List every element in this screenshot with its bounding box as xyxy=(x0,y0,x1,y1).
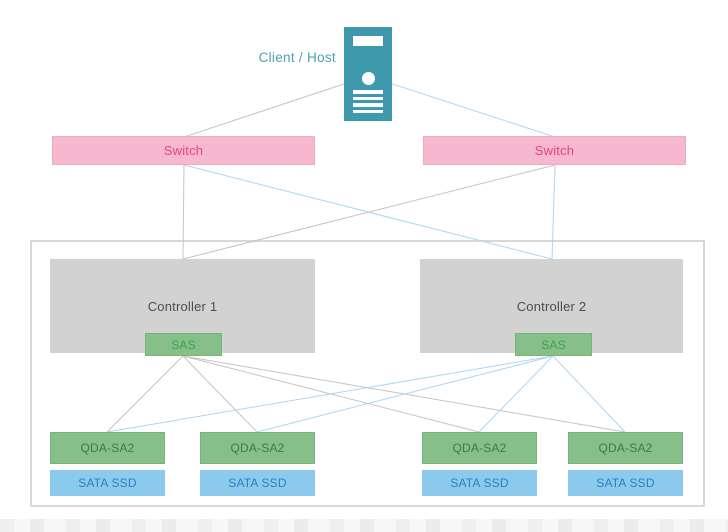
port-sas-1: SAS xyxy=(145,333,222,356)
qda-4-label: QDA-SA2 xyxy=(598,441,653,455)
link-sas2-qda4 xyxy=(552,355,626,433)
link-sas1-qda1 xyxy=(106,355,184,433)
link-sas1-qda2 xyxy=(182,355,258,433)
qda-1-label: QDA-SA2 xyxy=(80,441,135,455)
node-qda-sa2-3: QDA-SA2 xyxy=(422,432,537,464)
node-qda-sa2-4: QDA-SA2 xyxy=(568,432,683,464)
server-tower-icon xyxy=(344,27,392,121)
ssd-2-label: SATA SSD xyxy=(228,476,287,490)
link-switch2-controller1 xyxy=(182,164,556,260)
qda-3-label: QDA-SA2 xyxy=(452,441,507,455)
link-host-switch-2 xyxy=(367,75,556,138)
node-switch-2: Switch xyxy=(423,136,686,165)
enclosure-frame xyxy=(30,240,705,507)
node-qda-sa2-2: QDA-SA2 xyxy=(200,432,315,464)
node-qda-sa2-1: QDA-SA2 xyxy=(50,432,165,464)
link-sas2-qda3 xyxy=(478,355,554,433)
controller-2-label: Controller 2 xyxy=(516,298,587,314)
page-edge-artifact xyxy=(0,519,728,532)
qda-2-label: QDA-SA2 xyxy=(230,441,285,455)
port-sas-2: SAS xyxy=(515,333,592,356)
sas-1-label: SAS xyxy=(171,337,196,352)
link-sas2-qda1 xyxy=(106,355,554,433)
ssd-4-label: SATA SSD xyxy=(596,476,655,490)
server-power-led xyxy=(362,72,375,85)
node-sata-ssd-2: SATA SSD xyxy=(200,470,315,496)
node-sata-ssd-3: SATA SSD xyxy=(422,470,537,496)
link-switch2-controller2 xyxy=(551,164,556,260)
link-sas2-qda2 xyxy=(256,355,554,433)
sas-2-label: SAS xyxy=(541,337,566,352)
node-switch-1: Switch xyxy=(52,136,315,165)
node-sata-ssd-1: SATA SSD xyxy=(50,470,165,496)
server-vent-lines xyxy=(353,90,383,116)
server-drive-slot xyxy=(353,36,383,46)
switch-2-label: Switch xyxy=(534,143,575,158)
node-sata-ssd-4: SATA SSD xyxy=(568,470,683,496)
switch-1-label: Switch xyxy=(163,143,204,158)
link-host-switch-1 xyxy=(183,75,369,138)
link-switch1-controller1 xyxy=(182,164,185,260)
ssd-3-label: SATA SSD xyxy=(450,476,509,490)
controller-1-label: Controller 1 xyxy=(147,298,218,314)
ssd-1-label: SATA SSD xyxy=(78,476,137,490)
client-host-label: Client / Host xyxy=(258,50,336,65)
